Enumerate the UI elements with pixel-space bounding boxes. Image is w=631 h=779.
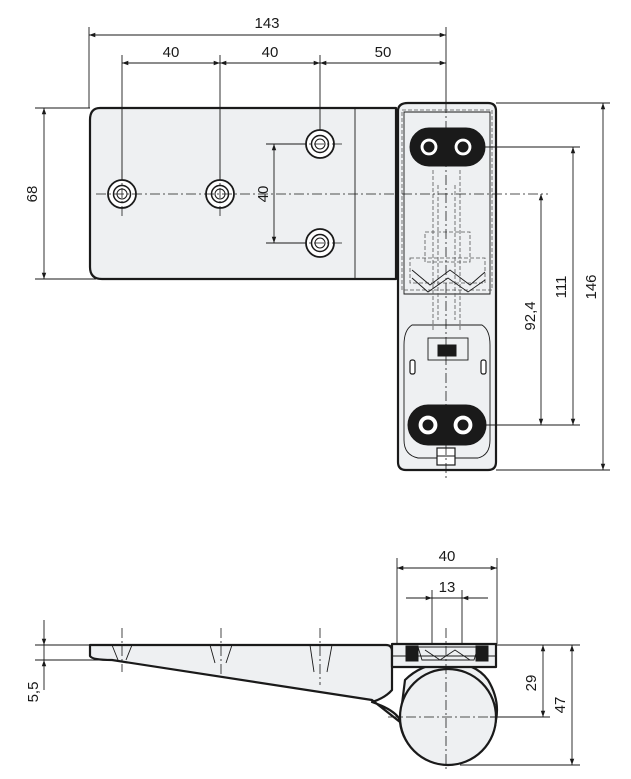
- hidden-block: [424, 231, 471, 263]
- dim-92-label: 92,4: [522, 301, 539, 330]
- dim-146-label: 146: [583, 274, 600, 299]
- slot-detail: [427, 337, 469, 361]
- side-dim-47-label: 47: [552, 697, 569, 714]
- notch-left: [409, 359, 416, 375]
- hole-top-left-core: [423, 141, 435, 153]
- arm-lower-inner: [403, 324, 491, 459]
- dim-40v-label: 40: [255, 186, 272, 203]
- dim-50-label: 50: [375, 44, 392, 61]
- side-countersink-1: [111, 644, 133, 661]
- dim-40b-label: 40: [262, 44, 279, 61]
- dim-111-label: 111: [553, 276, 570, 299]
- side-dim-thk-label: 5,5: [25, 682, 42, 703]
- side-block-dark-left: [405, 645, 419, 662]
- side-dim-40-label: 40: [439, 548, 456, 565]
- slot-insert: [437, 344, 457, 357]
- side-countersink-2: [209, 644, 233, 664]
- side-countersink-3: [309, 644, 333, 673]
- side-block-detail: [424, 649, 471, 661]
- hole-top-right-core: [457, 141, 469, 153]
- top-view: 143 40 40 50 68 40 92,4 111 146: [24, 15, 610, 478]
- side-dim-13-label: 13: [439, 579, 456, 596]
- hole-bottom-left-core: [422, 419, 434, 431]
- dim-68-label: 68: [24, 186, 41, 203]
- spring-detail-2: [411, 277, 486, 293]
- notch-right: [480, 359, 487, 375]
- side-dim-29-label: 29: [523, 675, 540, 692]
- dim-40a-label: 40: [163, 44, 180, 61]
- hidden-outline: [401, 109, 493, 291]
- dim-143-label: 143: [254, 15, 279, 32]
- arm-outline: [396, 101, 498, 472]
- arm-upper-inner: [403, 111, 491, 295]
- hole-bottom-right-core: [457, 419, 469, 431]
- spring-detail: [411, 269, 486, 286]
- side-view: 40 13 5,5 29 47: [25, 548, 580, 772]
- hidden-block-2: [409, 257, 486, 284]
